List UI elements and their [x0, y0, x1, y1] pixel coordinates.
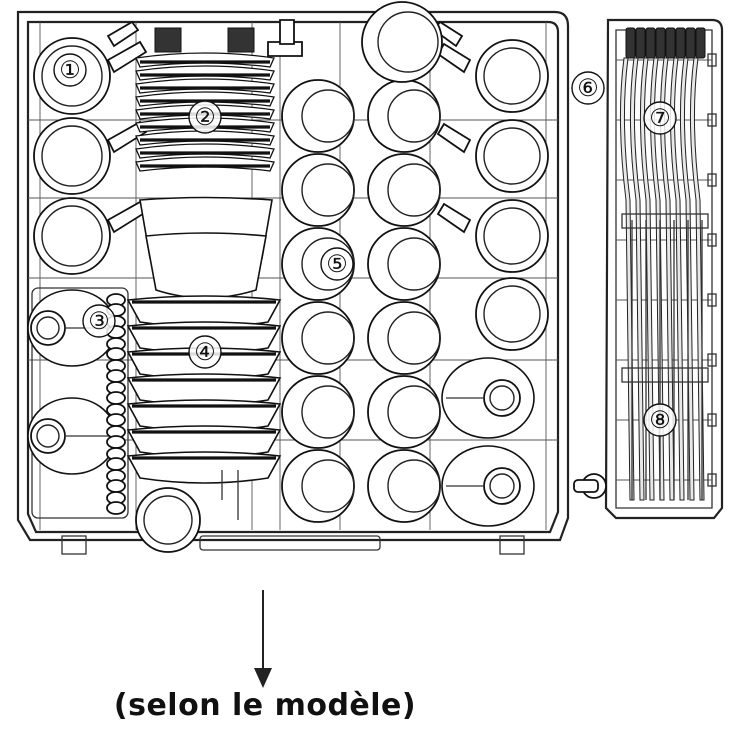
svg-text:③: ③: [88, 307, 110, 335]
svg-text:⑥: ⑥: [577, 74, 599, 102]
label-2: ②: [189, 101, 221, 133]
label-5: ⑤: [321, 248, 353, 280]
label-1: ①: [54, 54, 86, 86]
bowls-stack-lower: [128, 296, 280, 520]
label-7: ⑦: [644, 102, 676, 134]
svg-text:⑦: ⑦: [649, 104, 671, 132]
svg-text:④: ④: [194, 338, 216, 366]
glasses-column-right: [438, 40, 548, 526]
cup-top-middle: [362, 2, 442, 82]
label-8: ⑧: [644, 404, 676, 436]
cups-column-left: [34, 38, 146, 274]
svg-text:②: ②: [194, 103, 216, 131]
svg-text:①: ①: [59, 56, 81, 84]
label-6: ⑥: [572, 72, 604, 104]
label-4: ④: [189, 336, 221, 368]
label-3: ③: [83, 305, 115, 337]
plates-stack-upper: [136, 53, 274, 298]
cups-middle: [282, 80, 440, 522]
svg-text:⑤: ⑤: [326, 250, 348, 278]
down-arrow-icon: [254, 590, 272, 688]
caption: (selon le modèle): [0, 688, 530, 723]
svg-text:⑧: ⑧: [649, 406, 671, 434]
